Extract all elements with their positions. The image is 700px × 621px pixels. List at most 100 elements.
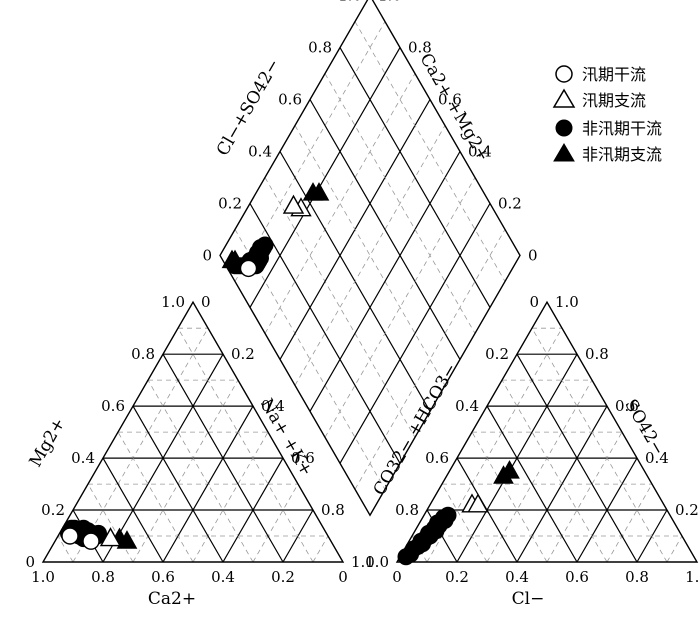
cation-point-s0-1 [82,532,100,550]
diamond-grid-b-1 [234,21,386,282]
anion-grid-l-9 [666,535,683,563]
cation-bottom-tick-4: 0.8 [91,568,115,586]
legend-marker-circle-filled [555,119,573,137]
cation-grid-l-7 [252,483,299,563]
diamond-grid-a-5 [294,125,446,386]
cation-right-tick-1: 0.2 [231,345,255,363]
anion-grid-r-8 [516,353,638,563]
cation-grid-l-3 [132,379,239,563]
cation-bottom-tick-0: 0 [338,568,348,586]
cation-point-s1-0 [99,527,122,547]
cation-grid-r-3 [87,483,134,563]
cation-left-tick-5: 1.0 [161,293,185,311]
anion-point-s2-17 [439,506,457,524]
cation-grid-l-5 [192,431,269,563]
diamond-right-tick-3: 0.4 [468,143,492,161]
anion-point-s1-1 [467,493,489,513]
diamond-grid-a-2 [249,203,401,464]
anion-grid-r-6 [486,405,578,563]
anion-left-tick-2: 0.4 [455,397,479,415]
diamond-grid-a-6 [309,99,461,360]
grid-lines [57,21,683,563]
legend: 汛期干流 汛期支流 非汛期干流 非汛期支流 [552,65,662,164]
diamond-grid-b-7 [324,177,476,438]
anion-bottom-tick-1: 0.2 [445,568,469,586]
cation-grid-r-6 [132,405,224,563]
legend-label-2: 非汛期干流 [582,119,662,138]
anion-point-s3-1 [499,460,520,479]
cation-frame [41,300,345,563]
diamond-grid-b-6 [309,151,461,412]
diamond-right-tick-4: 0.2 [498,195,522,213]
diamond-point-s3-1 [302,182,324,201]
tick-labels: 00000001.00.20.20.20.20.20.20.20.80.40.4… [25,0,700,586]
cation-left-tick-1: 0.2 [41,501,65,519]
cation-right-tick-5: 1.0 [351,553,375,571]
cation-point-s3-1 [116,530,138,549]
diamond-left-tick-0: 0 [202,246,212,264]
diamond-left-tick-4: 0.8 [308,39,332,57]
anion-left-label: CO32− +HCO3− [370,360,462,499]
cation-grid-r-4 [102,457,164,563]
anion-grid-r-7 [501,379,608,563]
anion-right-tick-1: 0.2 [675,501,699,519]
anion-frame [395,300,699,563]
anion-bottom-tick-0: 0 [392,568,402,586]
diamond-grid-b-2 [249,47,401,308]
diamond-right-tick-1: 0.8 [408,39,432,57]
anion-grid-l-7 [606,483,653,563]
diamond-grid-a-9 [354,21,506,282]
cation-left-tick-3: 0.6 [101,397,125,415]
anion-left-tick-4: 0.8 [395,501,419,519]
anion-right-tick-3: 0.6 [615,397,639,415]
cation-left-label: Mg2+ [26,414,70,470]
data-points [60,182,520,566]
legend-marker-triangle-filled [553,143,575,162]
diamond-right-label: Ca2+ +Mg2+ [415,50,493,165]
cation-grid-r-7 [147,379,254,563]
cation-grid-l-9 [312,535,329,563]
anion-bottom-tick-5: 1.0 [685,568,700,586]
cation-bottom-label: Ca2+ [148,589,196,609]
legend-label-3: 非汛期支流 [582,145,662,164]
legend-marker-triangle-open [552,88,576,108]
anion-right-tick-5: 1.0 [555,293,579,311]
anion-grid-l-5 [546,431,623,563]
diamond-right-tick-2: 0.6 [438,91,462,109]
diamond-right-tick-0: 1.0 [378,0,402,5]
legend-entry-2: 非汛期干流 [555,119,662,138]
legend-label-1: 汛期支流 [582,91,646,110]
legend-label-0: 汛期干流 [582,65,646,84]
diamond-left-tick-2: 0.4 [248,143,272,161]
diamond-point-s3-3 [224,249,246,269]
legend-entry-3: 非汛期支流 [553,143,662,164]
diamond-point-s1-1 [282,194,305,214]
anion-left-tick-1: 0.2 [485,345,509,363]
frames [41,0,699,563]
diamond-left-tick-3: 0.6 [278,91,302,109]
cation-grid-r-8 [162,353,284,563]
diamond-grid-b-8 [339,203,491,464]
legend-entry-0: 汛期干流 [555,65,646,84]
anion-left-tick-5: 1.0 [365,553,389,571]
diamond-left-tick-1: 0.2 [218,195,242,213]
anion-left-tick-3: 0.6 [425,449,449,467]
anion-grid-l-3 [486,379,593,563]
diamond-point-s0-0 [239,259,258,278]
cation-left-tick-4: 0.8 [131,345,155,363]
diamond-left-tick-5: 1.0 [338,0,362,5]
cation-bottom-tick-2: 0.4 [211,568,235,586]
anion-bottom-tick-3: 0.6 [565,568,589,586]
diamond-point-s2-18 [252,239,269,257]
anion-left-tick-0: 0 [529,293,539,311]
cation-bottom-tick-5: 1.0 [31,568,55,586]
diamond-grid-b-5 [294,125,446,386]
anion-bottom-tick-4: 0.8 [625,568,649,586]
anion-right-tick-4: 0.8 [585,345,609,363]
cation-grid-r-5 [117,431,194,563]
diamond-frame [219,0,521,517]
anion-bottom-tick-2: 0.4 [505,568,529,586]
diamond-grid-a-3 [264,177,416,438]
cation-right-tick-2: 0.4 [261,397,285,415]
